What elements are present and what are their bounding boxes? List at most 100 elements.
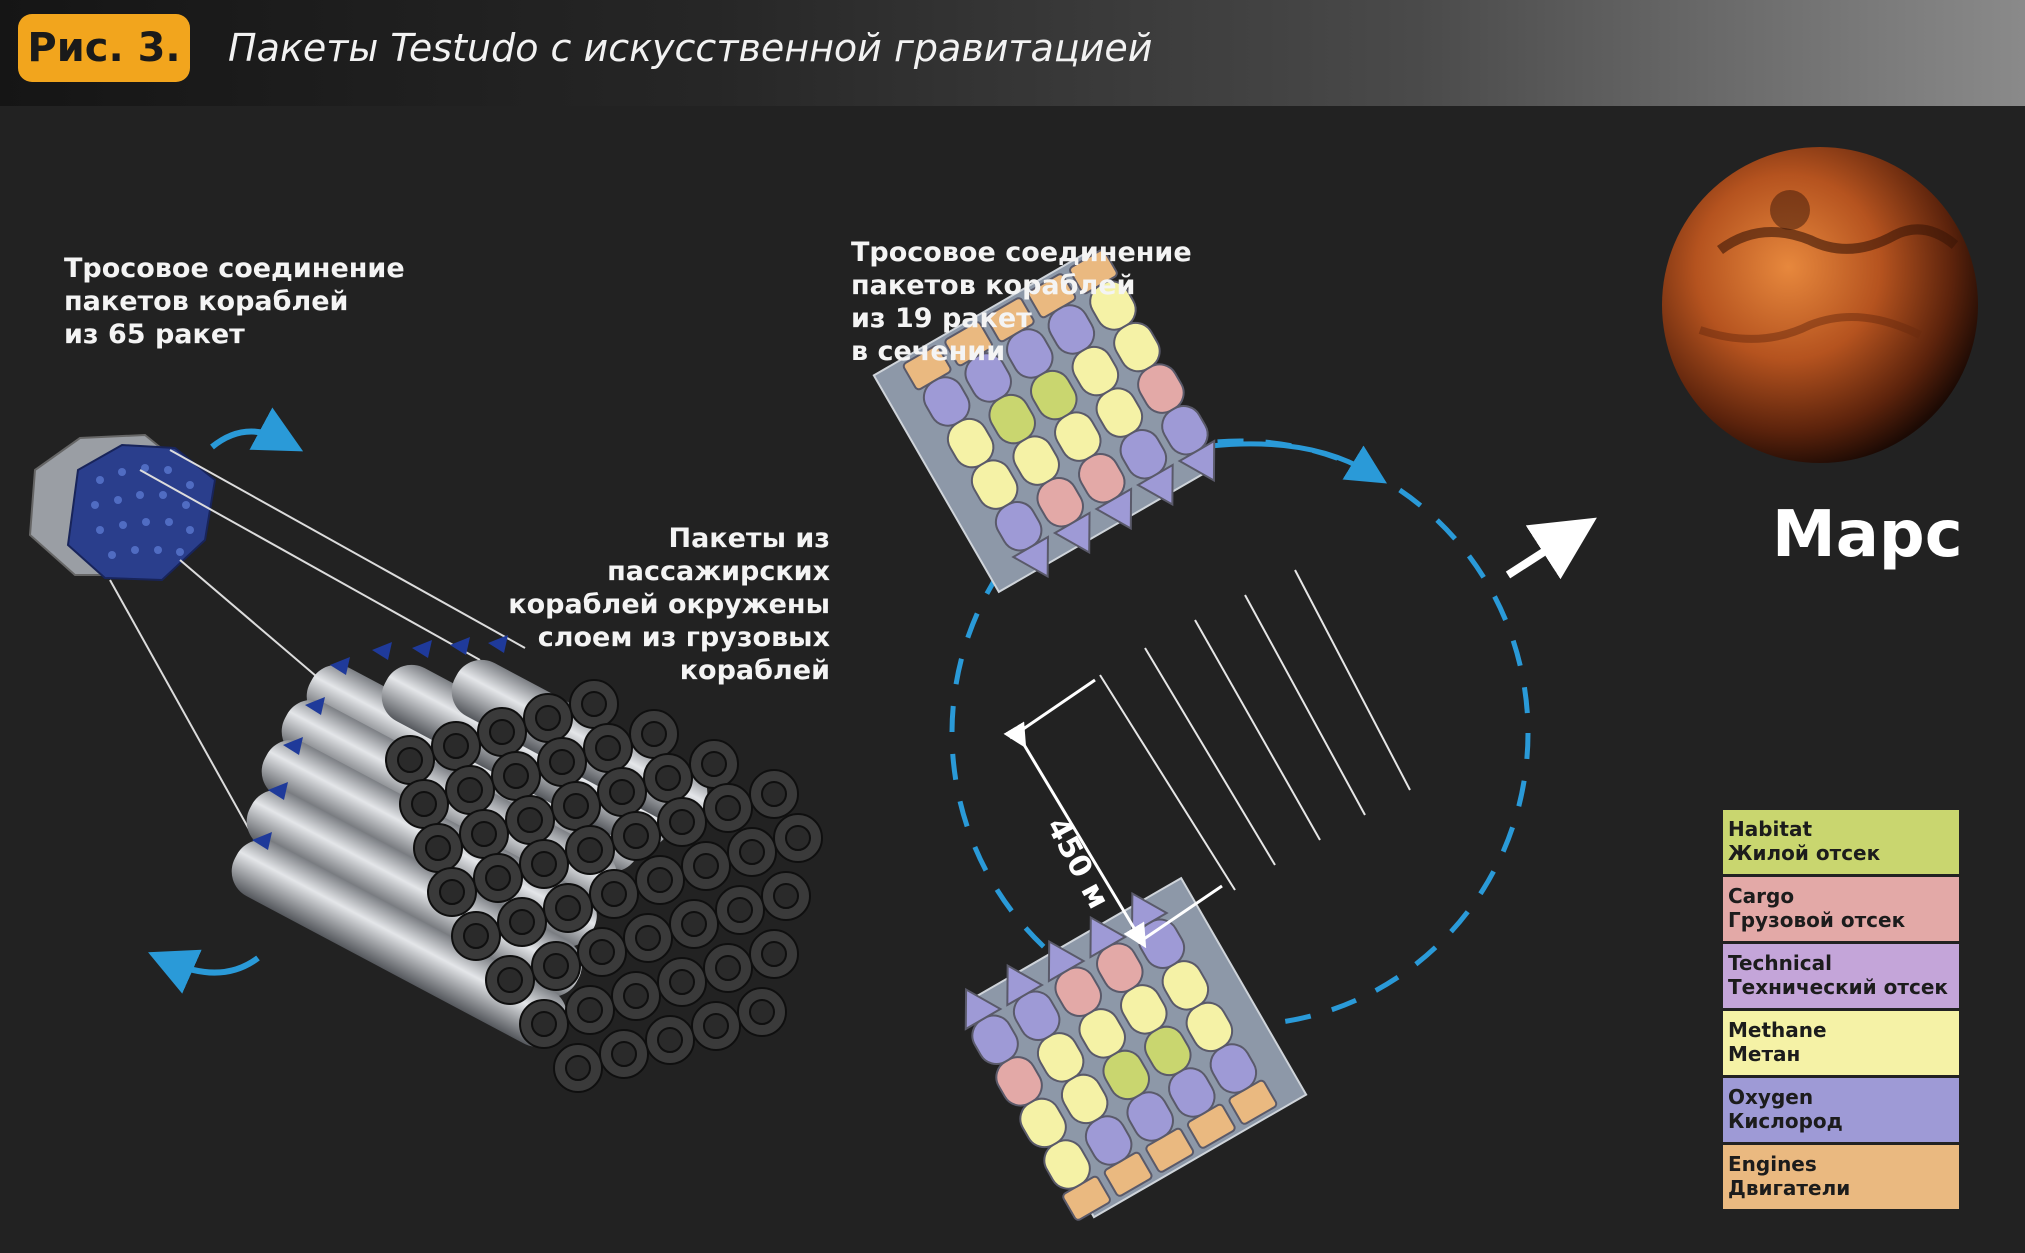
- rocket-nozzle: [669, 969, 695, 995]
- rocket: [1006, 963, 1153, 1197]
- rotation-arrow-top-icon: [210, 407, 304, 452]
- legend-label-en: Engines: [1728, 1152, 1817, 1176]
- rocket-nozzle: [443, 733, 469, 759]
- rocket-nozzle: [509, 909, 535, 935]
- passenger-pack-label: Пакеты из пассажирских кораблей окружены…: [508, 523, 830, 686]
- legend-label-en: Methane: [1728, 1018, 1827, 1042]
- rocket-nozzle: [411, 791, 437, 817]
- rocket-nozzle: [749, 999, 775, 1025]
- rocket-nozzle: [581, 691, 607, 717]
- direction-arrow-icon: [1505, 517, 1597, 580]
- rocket-nozzle: [595, 735, 621, 761]
- legend-label-en: Habitat: [1728, 817, 1813, 841]
- rocket-nozzle: [715, 955, 741, 981]
- rocket-nose: [1006, 963, 1044, 1007]
- rocket: [1069, 249, 1216, 483]
- rocket-nozzle: [647, 867, 673, 893]
- rocket: [944, 321, 1091, 555]
- rocket-nozzle: [657, 1027, 683, 1053]
- rocket-nozzle: [425, 835, 451, 861]
- rocket-nozzle: [485, 865, 511, 891]
- rocket-nozzle: [531, 1011, 557, 1037]
- rocket-nozzle: [761, 781, 787, 807]
- rocket-nozzle: [565, 1055, 591, 1081]
- lower-rocket-pack: [964, 876, 1308, 1221]
- legend-label-ru: Двигатели: [1728, 1176, 1851, 1200]
- rocket-nozzle: [457, 777, 483, 803]
- figure-badge: Рис. 3.: [18, 14, 190, 82]
- legend-label-ru: Технический отсек: [1728, 975, 1948, 999]
- rocket-nozzle: [727, 897, 753, 923]
- rocket-nose: [1052, 511, 1091, 555]
- rocket-nozzle: [715, 795, 741, 821]
- rocket: [1131, 891, 1278, 1125]
- rocket-nozzle: [703, 1013, 729, 1039]
- legend-label-ru: Грузовой отсек: [1728, 908, 1906, 932]
- rocket-nozzle: [635, 925, 661, 951]
- rocket-nozzle: [785, 825, 811, 851]
- upper-rocket-pack: [872, 249, 1216, 594]
- rocket-nozzle: [761, 941, 787, 967]
- middle-tether-label: Тросовое соединение пакетов кораблей из …: [851, 237, 1192, 367]
- rocket-nozzle: [439, 879, 465, 905]
- rocket-nozzle: [489, 719, 515, 745]
- rocket-nozzle: [577, 837, 603, 863]
- rocket-nozzle: [549, 749, 575, 775]
- rocket: [1027, 273, 1174, 507]
- header-bar: Рис. 3. Пакеты Testudo с искусственной г…: [0, 0, 2025, 106]
- rocket: [1089, 915, 1236, 1149]
- legend-label-en: Oxygen: [1728, 1085, 1814, 1109]
- rocket-nose: [1136, 463, 1174, 507]
- middle-tether-lines: [1099, 569, 1411, 891]
- rocket-nozzle: [701, 751, 727, 777]
- legend-label-ru: Кислород: [1728, 1109, 1843, 1133]
- rocket-nozzle: [497, 967, 523, 993]
- rocket-nozzle: [623, 823, 649, 849]
- rocket-nozzle: [609, 779, 635, 805]
- rocket-nozzle: [589, 939, 615, 965]
- rocket-nozzle: [681, 911, 707, 937]
- planet-label: Марс: [1772, 498, 1963, 572]
- legend-label-ru: Жилой отсек: [1728, 841, 1881, 865]
- rocket: [902, 345, 1049, 579]
- rocket-nozzle: [577, 997, 603, 1023]
- legend-label-en: Cargo: [1728, 884, 1795, 908]
- legend-label-ru: Метан: [1728, 1042, 1801, 1066]
- rocket-nozzle: [531, 851, 557, 877]
- figure-title: Пакеты Testudo с искусственной гравитаци…: [228, 26, 1153, 70]
- rocket-nozzle: [641, 721, 667, 747]
- rocket-nozzle: [669, 809, 695, 835]
- mars-planet: [1662, 147, 1978, 463]
- rocket-nose: [1177, 439, 1216, 483]
- rocket-nozzle: [601, 881, 627, 907]
- rocket-nozzle: [503, 763, 529, 789]
- rotation-arrow-bottom-icon: [148, 949, 260, 994]
- far-rocket-pack: [28, 433, 217, 582]
- left-tether-lines: [109, 449, 526, 841]
- left-tether-label: Тросовое соединение пакетов кораблей из …: [64, 253, 405, 350]
- near-rocket-pack: [231, 635, 823, 1093]
- rocket-nozzle: [693, 853, 719, 879]
- orbit-arrow-top-icon: [1209, 441, 1388, 484]
- rocket-nose: [964, 987, 1003, 1031]
- rocket-nozzle: [655, 765, 681, 791]
- rocket: [985, 297, 1133, 531]
- rocket-nozzle: [611, 1041, 637, 1067]
- rocket-nozzle: [517, 807, 543, 833]
- legend-label-en: Technical: [1728, 951, 1832, 975]
- rocket-nose: [1011, 535, 1049, 579]
- rocket-nozzle: [397, 747, 423, 773]
- rocket: [964, 987, 1111, 1221]
- rocket-nozzle: [543, 953, 569, 979]
- distance-dimension: [1003, 678, 1223, 949]
- rocket-nozzle: [623, 983, 649, 1009]
- rocket-nozzle: [463, 923, 489, 949]
- rocket-nozzle: [535, 705, 561, 731]
- rocket-nozzle: [773, 883, 799, 909]
